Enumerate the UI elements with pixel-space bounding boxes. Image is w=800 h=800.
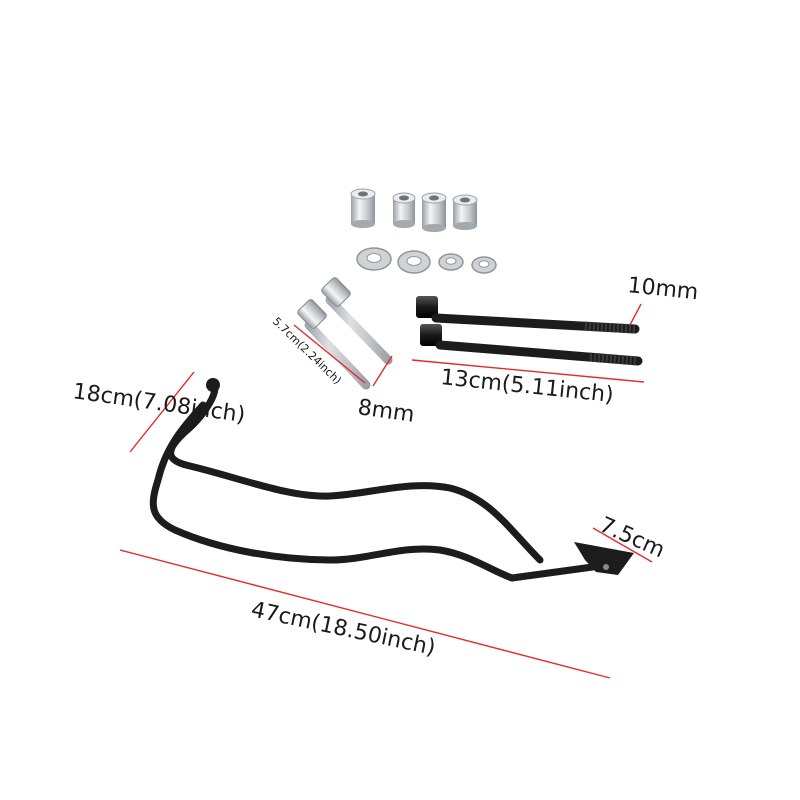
label-bolt-short-size: 8mm [356,395,416,428]
dim-line-47cm [119,549,611,679]
bracket-rail-bottom [149,401,516,582]
washers [356,247,497,274]
long-bolt-2 [420,324,643,366]
dim-line-10mm [629,303,642,326]
spacer-4 [452,194,478,230]
washer-4 [471,256,497,274]
bracket-mount-plate [574,542,634,575]
dim-line-18cm [129,371,195,453]
short-bolts [297,277,393,390]
bracket-rail-top [167,378,544,564]
washer-1 [356,247,392,271]
short-bolt-1 [321,277,393,365]
dim-line-13cm [411,359,645,383]
spacers [350,188,478,232]
label-bracket-length: 47cm(18.50inch) [249,597,438,660]
dim-line-8mm [372,355,393,387]
spacer-1 [350,188,376,228]
dim-line-7-5cm [592,527,653,563]
spacer-3 [421,192,447,232]
washer-2 [397,250,431,274]
long-bolts [416,296,643,366]
label-bolt-long-size: 10mm [626,273,699,305]
dimension-lines [119,303,653,679]
washer-3 [438,253,464,271]
long-bolt-1 [416,296,640,334]
bracket [149,378,634,582]
dim-line-5-7cm [293,324,366,384]
bracket-cross-bar [508,562,604,582]
short-bolt-2 [297,299,371,390]
label-bracket-height: 18cm(7.08inch) [71,379,247,428]
spacer-2 [392,192,416,228]
